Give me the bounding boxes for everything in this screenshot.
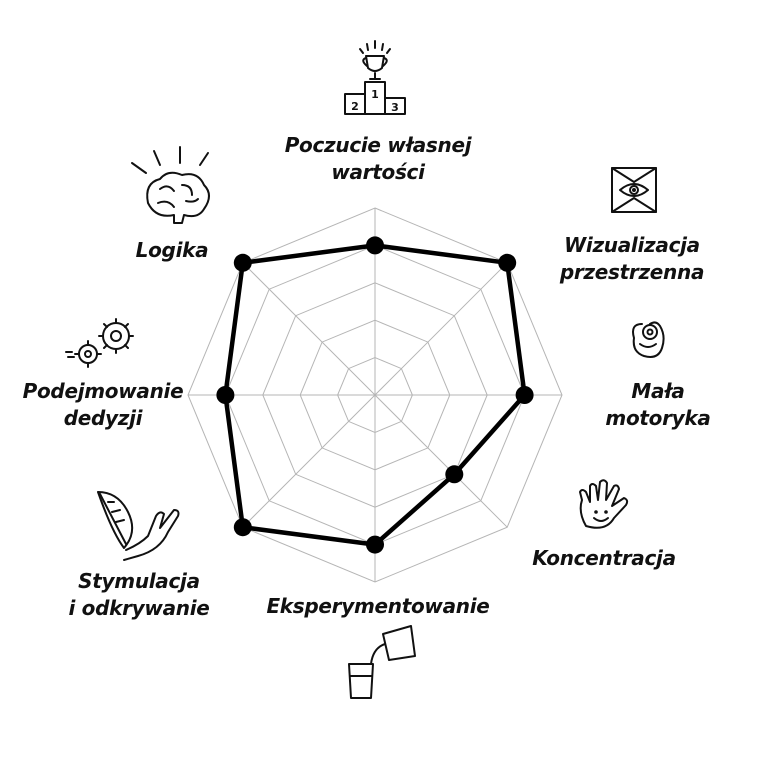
- axis-label-7-line-2: dedyzji: [64, 406, 144, 430]
- podium-number-2: 2: [351, 100, 359, 113]
- axis-label-6: Stymulacja i odkrywanie: [68, 569, 209, 620]
- data-point-4: [445, 465, 464, 484]
- axis-label-2-line-2: przestrzenna: [559, 260, 704, 284]
- axis-label-8-line-1: Logika: [136, 238, 209, 262]
- axis-label-3: Mała motoryka: [605, 379, 710, 430]
- axis-label-1: Poczucie własnej wartości: [285, 133, 473, 184]
- data-point-5: [366, 535, 384, 554]
- podium-number-3: 3: [391, 101, 399, 114]
- data-point-6: [233, 518, 252, 537]
- axis-label-5: Eksperymentowanie: [266, 594, 489, 618]
- radar-series: [216, 236, 534, 554]
- axis-label-8: Logika: [136, 238, 209, 262]
- brain-arrows-icon: [131, 146, 210, 224]
- axis-label-2-line-1: Wizualizacja: [564, 233, 700, 257]
- axis-spoke-6: [242, 394, 376, 528]
- axis-spoke-4: [374, 394, 508, 528]
- axis-spoke-2: [374, 262, 508, 396]
- axis-label-7: Podejmowanie dedyzji: [23, 379, 184, 430]
- fingers-pinch-icon: [632, 321, 665, 358]
- axis-label-5-line-1: Eksperymentowanie: [266, 594, 489, 618]
- pouring-glass-icon: [348, 625, 416, 699]
- data-point-3: [515, 386, 534, 404]
- gears-icon: [65, 318, 134, 368]
- feather-hand-icon: [97, 491, 180, 561]
- axis-label-2: Wizualizacja przestrzenna: [559, 233, 704, 284]
- axis-label-7-line-1: Podejmowanie: [23, 379, 184, 403]
- data-point-1: [366, 236, 384, 255]
- data-point-7: [216, 386, 235, 404]
- eye-cube-icon: [611, 167, 657, 213]
- axis-spoke-8: [242, 262, 376, 396]
- axis-label-6-line-1: Stymulacja: [78, 569, 200, 593]
- radar-grid: [187, 207, 563, 583]
- smiling-hand-icon: [579, 479, 629, 529]
- axis-label-3-line-1: Mała: [631, 379, 684, 403]
- axis-label-4-line-1: Koncentracja: [532, 546, 676, 570]
- data-point-2: [498, 253, 517, 272]
- axis-label-4: Koncentracja: [532, 546, 676, 570]
- axis-label-1-line-1: Poczucie własnej: [285, 133, 473, 157]
- axis-label-3-line-2: motoryka: [605, 406, 710, 430]
- data-point-8: [233, 253, 252, 272]
- podium-trophy-icon: 2 1 3: [344, 40, 406, 115]
- axis-label-6-line-2: i odkrywanie: [68, 596, 209, 620]
- axis-label-1-line-2: wartości: [331, 160, 426, 184]
- podium-number-1: 1: [371, 88, 379, 101]
